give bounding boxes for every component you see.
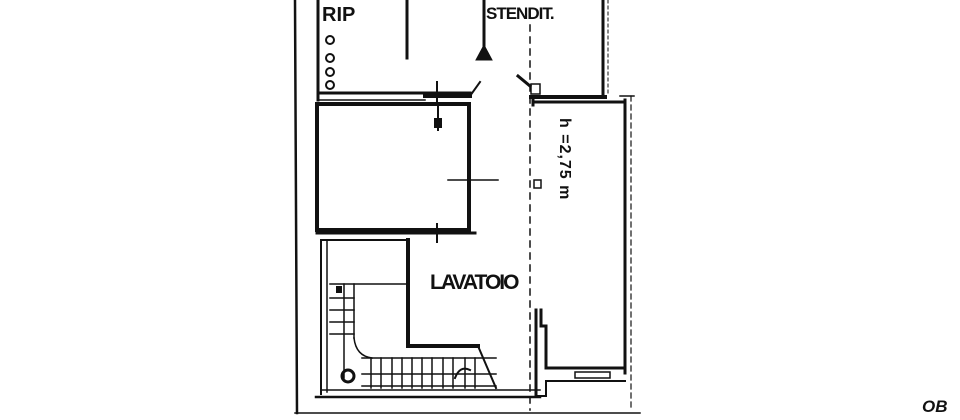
outer-wall-left [293, 0, 299, 415]
room-label-rip: RIP [322, 4, 356, 26]
room-label-lavatoio: LAVATOIO [430, 271, 519, 294]
room-label-stenditoio: STENDIT. [486, 4, 555, 23]
partial-label-right: OB [922, 397, 948, 416]
ceiling-height-annotation: h =2,75 m [556, 118, 573, 201]
